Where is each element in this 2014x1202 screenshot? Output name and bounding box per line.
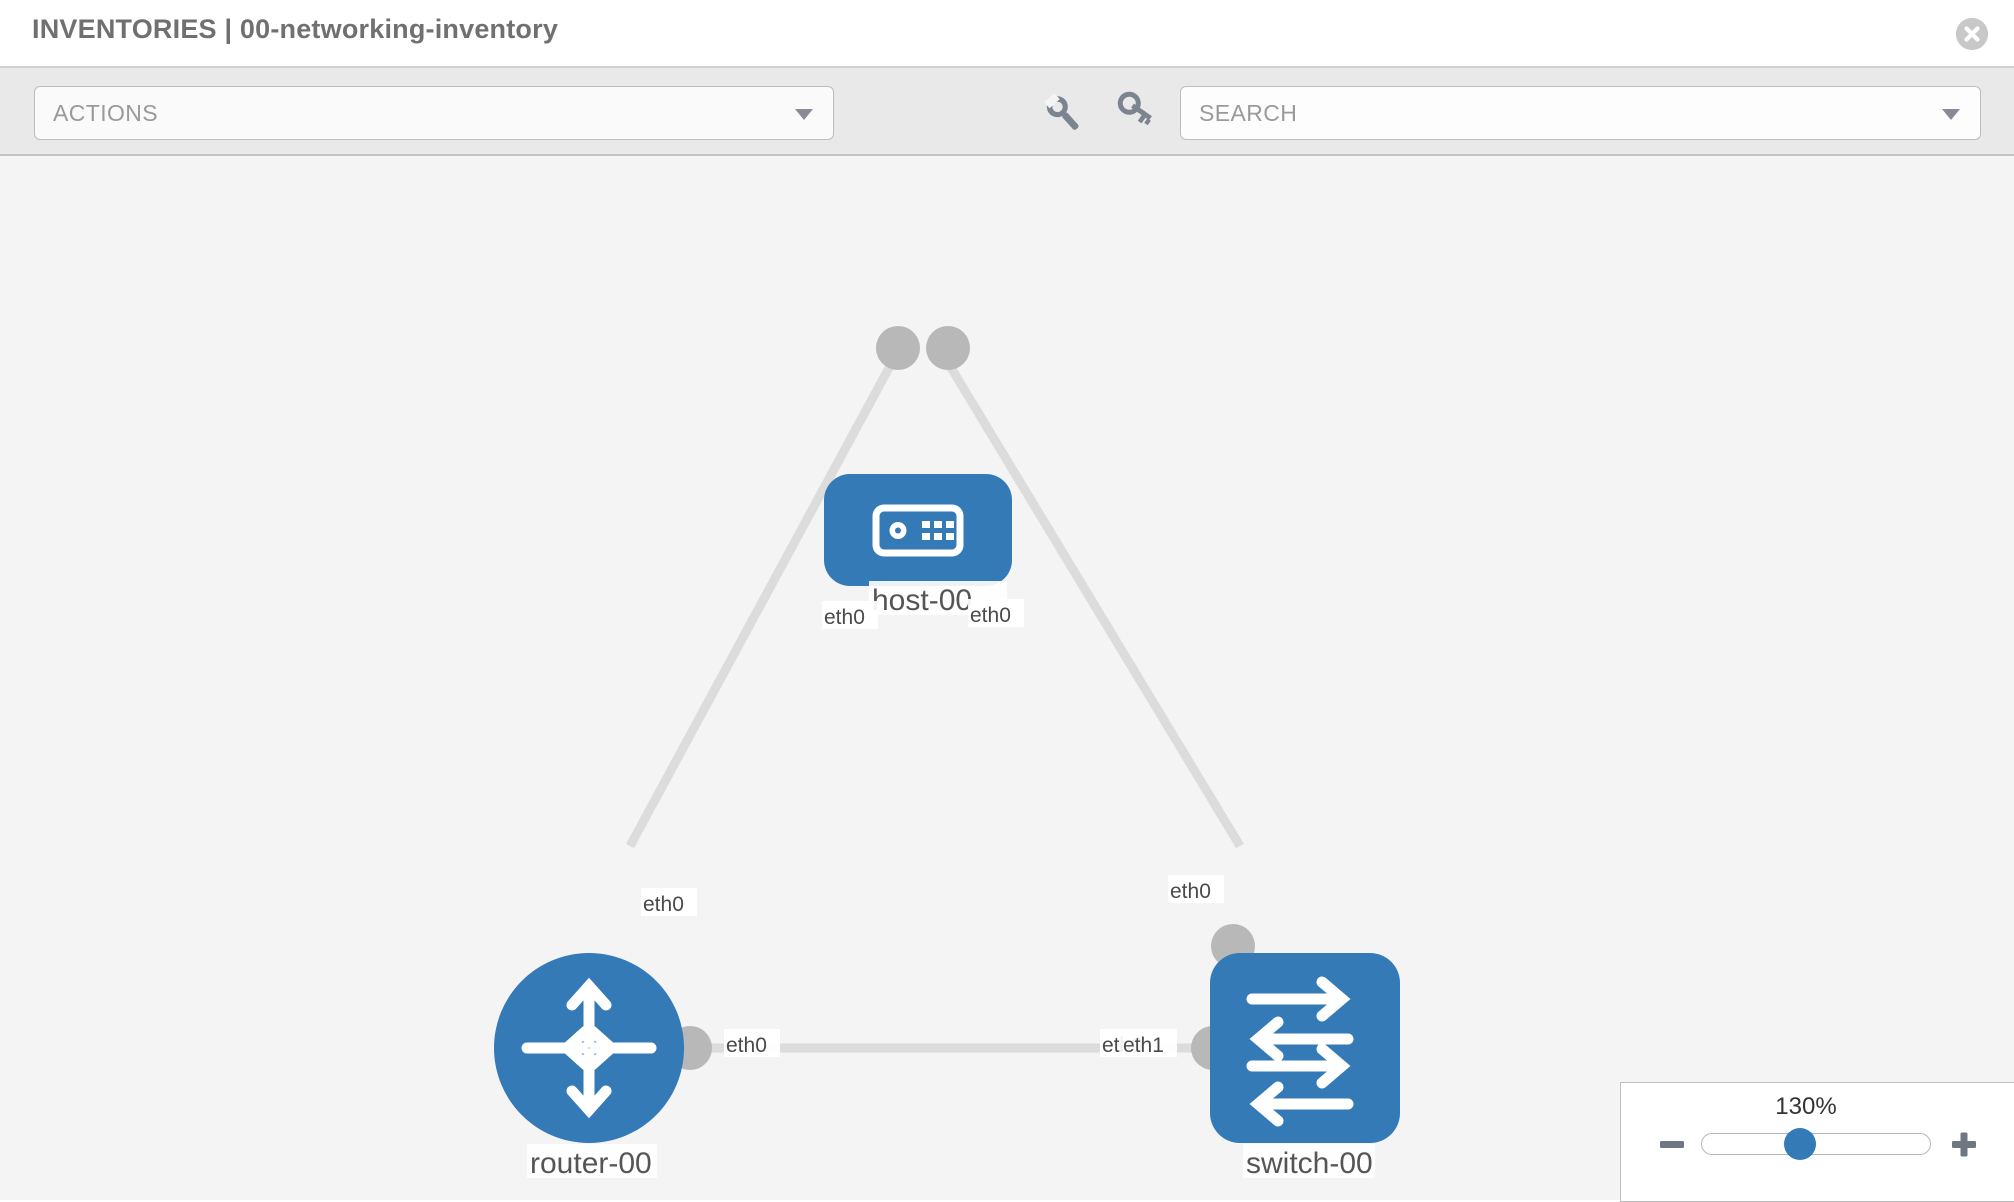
zoom-slider-thumb[interactable] (1784, 1128, 1816, 1160)
server-icon (872, 504, 964, 557)
close-icon[interactable] (1956, 18, 1988, 50)
zoom-slider[interactable] (1701, 1133, 1931, 1155)
search-placeholder: SEARCH (1199, 100, 1298, 126)
iface-label-switch-up: eth0 (1170, 880, 1211, 903)
chevron-down-icon (795, 109, 813, 120)
interface-labels: eth0 eth0 eth0 eth0 eth0 eth0 eth1 (641, 599, 1224, 1057)
router-arrows-icon (521, 977, 657, 1119)
search-input[interactable]: SEARCH (1180, 86, 1981, 140)
key-icon[interactable] (1108, 90, 1154, 136)
zoom-control-panel: 130% (1620, 1082, 2014, 1202)
port-host-right[interactable] (926, 326, 970, 370)
node-switch-00[interactable]: switch-00 (1210, 953, 1400, 1180)
plus-icon[interactable] (1949, 1129, 1979, 1159)
iface-label-host-right: eth0 (970, 604, 1011, 627)
toolbar: ACTIONS SEARC (0, 68, 2014, 156)
wrench-icon[interactable] (1040, 90, 1086, 136)
actions-dropdown[interactable]: ACTIONS (34, 86, 834, 140)
node-host-00[interactable]: host-00 (824, 474, 1012, 617)
switch-arrows-icon (1246, 976, 1354, 1127)
link-host-switch[interactable] (946, 363, 1244, 849)
iface-label-host-left: eth0 (824, 606, 865, 629)
chevron-down-icon[interactable] (1942, 109, 1960, 120)
zoom-level-label: 130% (1775, 1093, 1837, 1120)
node-router-00[interactable]: router-00 (494, 953, 684, 1180)
node-label-switch-00: switch-00 (1246, 1147, 1373, 1180)
actions-dropdown-label: ACTIONS (53, 100, 159, 126)
graph-ports (668, 326, 1255, 1070)
iface-label-router-right: eth0 (726, 1034, 767, 1057)
node-label-host-00: host-00 (872, 584, 972, 617)
page-title: INVENTORIES | 00-networking-inventory (32, 14, 559, 44)
link-host-router[interactable] (626, 363, 894, 849)
node-label-router-00: router-00 (530, 1147, 652, 1180)
page-header: INVENTORIES | 00-networking-inventory (0, 0, 2014, 68)
iface-label-router-up: eth0 (643, 893, 684, 916)
graph-links (626, 363, 1244, 1053)
iface-label-switch-left: eth1 (1123, 1034, 1164, 1057)
topology-canvas[interactable]: host-00 router-00 (0, 156, 2014, 1200)
minus-icon[interactable] (1657, 1129, 1687, 1159)
topology-graph[interactable]: host-00 router-00 (0, 156, 2014, 1200)
port-host-left[interactable] (876, 326, 920, 370)
